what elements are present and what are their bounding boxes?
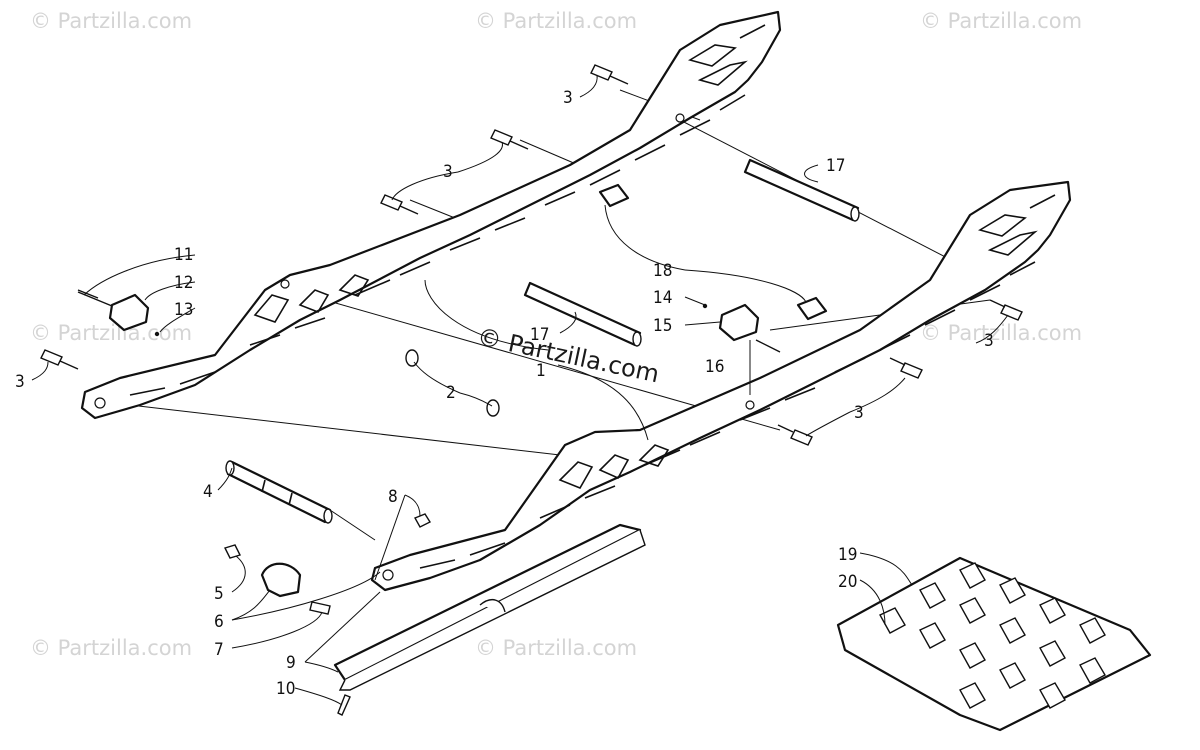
- callout-9: 9: [286, 653, 296, 673]
- callout-11: 11: [174, 245, 193, 265]
- watermark: © Partzilla.com: [30, 9, 192, 33]
- callout-14: 14: [653, 288, 672, 308]
- leader-lines: [31, 74, 1009, 706]
- hardware: [40, 64, 1023, 716]
- spacer-tube-upper: [743, 158, 860, 222]
- watermark: © Partzilla.com: [475, 9, 637, 33]
- callout-3: 3: [563, 88, 573, 108]
- callout-1: 1: [536, 361, 546, 381]
- callout-20: 20: [838, 572, 857, 592]
- callout-3: 3: [15, 372, 25, 392]
- callout-16: 16: [705, 357, 724, 377]
- watermark: © Partzilla.com: [30, 321, 192, 345]
- callout-5: 5: [214, 584, 224, 604]
- watermark: © Partzilla.com: [30, 636, 192, 660]
- watermark: © Partzilla.com: [920, 321, 1082, 345]
- callout-18: 18: [653, 261, 672, 281]
- callout-13: 13: [174, 300, 193, 320]
- callout-12: 12: [174, 273, 193, 293]
- callout-4: 4: [203, 482, 213, 502]
- right-rail: [370, 180, 1072, 592]
- callout-15: 15: [653, 316, 672, 336]
- watermark: © Partzilla.com: [475, 636, 637, 660]
- callout-17: 17: [530, 325, 549, 345]
- track-section: [836, 556, 1152, 732]
- callout-10: 10: [276, 679, 295, 699]
- shaft-4: [225, 460, 333, 524]
- callout-7: 7: [214, 640, 224, 660]
- watermark: © Partzilla.com: [920, 9, 1082, 33]
- callout-19: 19: [838, 545, 857, 565]
- callout-6: 6: [214, 612, 224, 632]
- callout-2: 2: [446, 383, 456, 403]
- wear-strip: [333, 523, 646, 691]
- callout-8: 8: [388, 487, 398, 507]
- spacer-tube-lower: [523, 281, 642, 347]
- callout-3: 3: [984, 331, 994, 351]
- callout-3: 3: [854, 403, 864, 423]
- callouts: 1 2 3 3 3 3 3 4 5 6 7 8 9 10 11 12 13 14…: [15, 88, 994, 699]
- callout-17: 17: [826, 156, 845, 176]
- callout-3: 3: [443, 162, 453, 182]
- left-rail: [80, 10, 782, 420]
